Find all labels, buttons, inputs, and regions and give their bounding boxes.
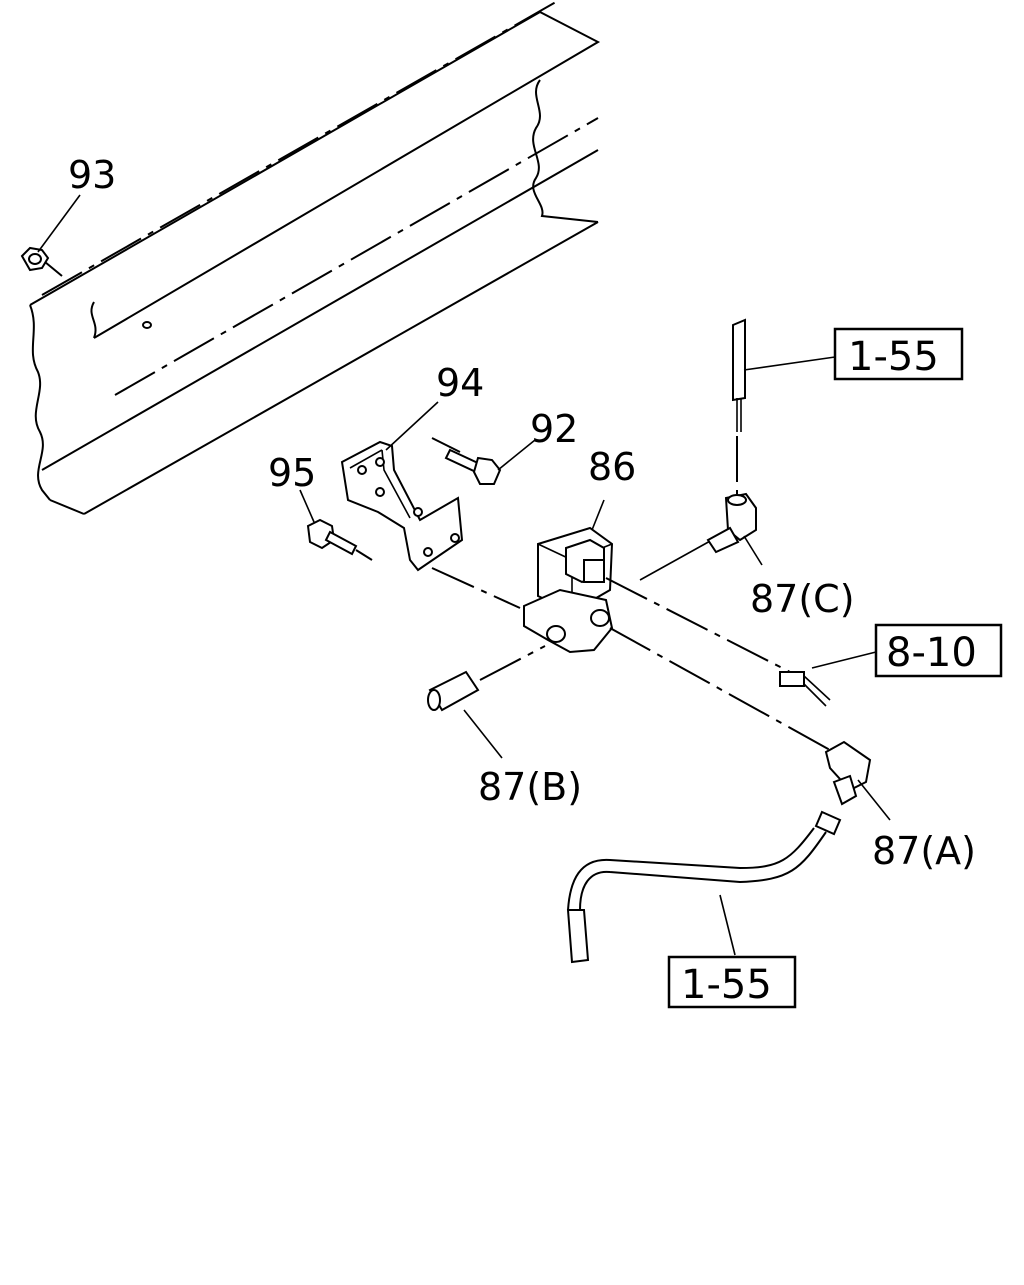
label-94: 94 <box>436 361 484 405</box>
label-92: 92 <box>530 407 578 451</box>
label-93: 93 <box>68 153 116 197</box>
label-87c: 87(C) <box>750 577 855 621</box>
frame-rail <box>29 0 601 515</box>
reference-top-text: 1-55 <box>848 334 939 380</box>
label-87a: 87(A) <box>872 829 976 873</box>
connector <box>779 651 877 707</box>
label-95: 95 <box>268 451 316 495</box>
reference-bottom-text: 1-55 <box>681 962 772 1008</box>
bolt-part-95 <box>299 489 373 561</box>
reference-middle-text: 8-10 <box>886 630 977 676</box>
solenoid-valve-part-86 <box>523 499 614 654</box>
reference-box-middle[interactable]: 8-10 <box>874 623 1003 678</box>
reference-box-top[interactable]: 1-55 <box>833 327 964 381</box>
label-87b: 87(B) <box>478 765 582 809</box>
hose-assembly <box>566 810 842 964</box>
bracket-part-94 <box>340 401 464 572</box>
label-86: 86 <box>588 445 636 489</box>
pipe-top <box>732 318 836 494</box>
bolt-part-92 <box>431 437 536 485</box>
fitting-part-87b <box>427 645 546 759</box>
fitting-part-87c <box>706 492 763 566</box>
fitting-part-87a <box>824 740 891 821</box>
reference-box-bottom[interactable]: 1-55 <box>667 955 797 1009</box>
nut-part-93 <box>20 194 81 277</box>
